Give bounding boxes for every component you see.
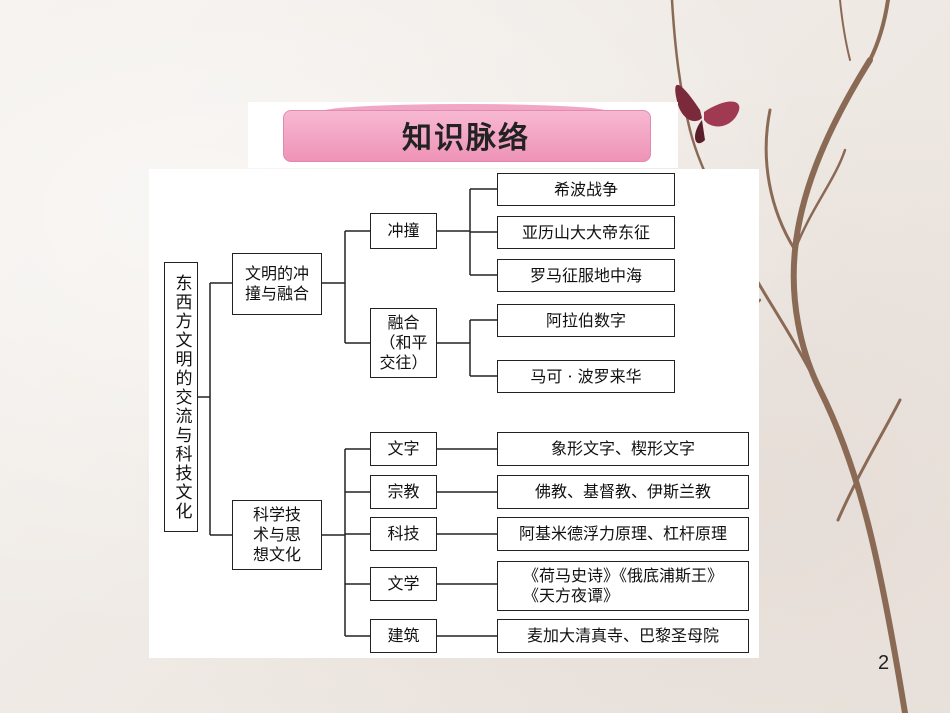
page-title: 知识脉络 (402, 121, 530, 156)
sub-node-architecture: 建筑 (370, 619, 437, 653)
sub-node-writing: 文字 (370, 432, 437, 466)
leaf-node: 阿拉伯数字 (497, 304, 675, 337)
sub-label: 融合 （和平 交往） (379, 313, 428, 372)
sub-label: 宗教 (387, 482, 420, 501)
sub-node-literature: 文学 (370, 567, 437, 601)
leaf-node: 象形文字、楔形文字 (497, 432, 749, 466)
leaf-label: 希波战争 (553, 179, 618, 199)
leaf-label: 象形文字、楔形文字 (550, 439, 695, 458)
leaf-node: 阿基米德浮力原理、杠杆原理 (497, 517, 749, 551)
sub-node-religion: 宗教 (370, 475, 437, 509)
sub-node-technology: 科技 (370, 517, 437, 551)
sub-label: 科技 (387, 524, 420, 543)
leaf-node: 马可 · 波罗来华 (497, 360, 675, 393)
leaf-label: 佛教、基督教、伊斯兰教 (534, 482, 711, 501)
root-node: 东西方文明的交流与科技文化 (164, 262, 198, 532)
branch-node-collision-fusion: 文明的冲 撞与融合 (232, 253, 322, 315)
sub-label: 冲撞 (387, 221, 420, 240)
leaf-label: 阿基米德浮力原理、杠杆原理 (518, 524, 727, 543)
leaf-node: 罗马征服地中海 (497, 259, 675, 292)
leaf-node: 《荷马史诗》《俄底浦斯王》 《天方夜谭》 (497, 561, 749, 611)
sub-node-fusion: 融合 （和平 交往） (370, 308, 437, 378)
leaf-label: 麦加大清真寺、巴黎圣母院 (526, 626, 719, 645)
sub-node-collision: 冲撞 (370, 213, 437, 249)
root-label: 东西方文明的交流与科技文化 (171, 273, 192, 521)
sub-label: 建筑 (387, 626, 420, 645)
butterfly-icon (675, 84, 740, 144)
leaf-node: 麦加大清真寺、巴黎圣母院 (497, 619, 749, 653)
leaf-label: 阿拉伯数字 (545, 310, 626, 330)
leaf-node: 希波战争 (497, 173, 675, 206)
leaf-node: 亚历山大大帝东征 (497, 216, 675, 249)
page-number: 2 (878, 652, 890, 674)
branch-node-science-culture: 科学技 术与思 想文化 (232, 500, 322, 570)
leaf-label: 《荷马史诗》《俄底浦斯王》 《天方夜谭》 (522, 566, 723, 605)
branch-label: 科学技 术与思 想文化 (252, 505, 301, 564)
branch-label: 文明的冲 撞与融合 (244, 264, 309, 303)
title-pill (283, 110, 651, 162)
sub-label: 文学 (387, 574, 420, 593)
leaf-node: 佛教、基督教、伊斯兰教 (497, 475, 749, 509)
leaf-label: 罗马征服地中海 (529, 265, 642, 285)
leaf-label: 亚历山大大帝东征 (521, 222, 650, 242)
leaf-label: 马可 · 波罗来华 (530, 366, 642, 386)
sub-label: 文字 (387, 439, 420, 458)
